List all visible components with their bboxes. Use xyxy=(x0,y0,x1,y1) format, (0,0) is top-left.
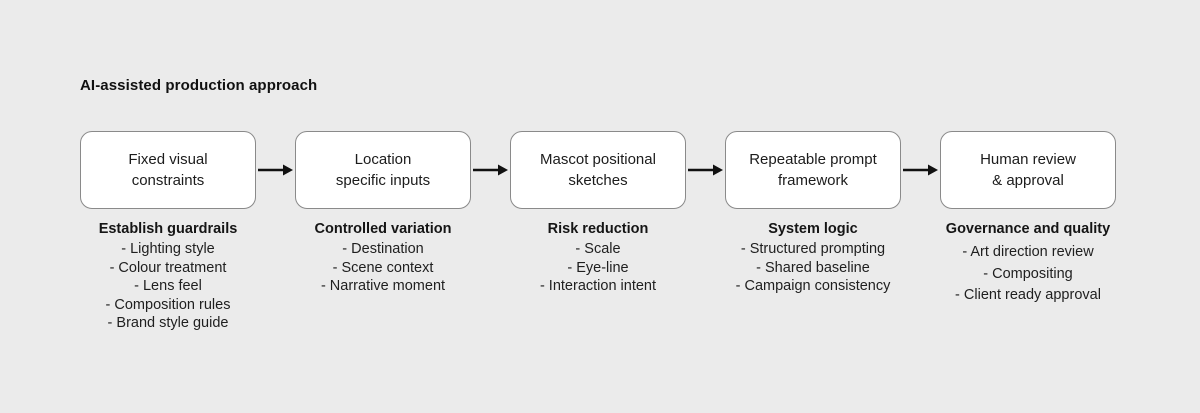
list-item: - Eye-line xyxy=(567,259,629,276)
list-item: - Lighting style xyxy=(121,241,215,257)
stage-box-label: Human review & approval xyxy=(980,151,1076,189)
list-item: - Client ready approval xyxy=(955,287,1101,304)
list-item: - Art direction review xyxy=(962,244,1094,260)
flow-arrow-icon xyxy=(901,131,940,209)
stage-human-review-approval: Human review & approval Governance and q… xyxy=(940,131,1116,307)
list-item: - Structured prompting xyxy=(740,241,886,257)
stage-mascot-positional-sketches: Mascot positional sketches Risk reductio… xyxy=(510,131,686,296)
stage-details: Governance and quality - Art direction r… xyxy=(940,220,1116,307)
stage-box-label: Fixed visual constraints xyxy=(128,151,208,189)
stage-box: Location specific inputs xyxy=(295,131,471,209)
flow-arrow-icon xyxy=(256,131,295,209)
stage-fixed-visual-constraints: Fixed visual constraints Establish guard… xyxy=(80,131,256,333)
list-item: - Scene context xyxy=(332,259,434,276)
list-item: - Shared baseline xyxy=(756,259,870,276)
stage-details: Risk reduction - Scale - Eye-line - Inte… xyxy=(510,220,686,296)
stage-box: Mascot positional sketches xyxy=(510,131,686,209)
list-item: - Colour treatment xyxy=(109,259,227,276)
stage-box-label: Repeatable prompt framework xyxy=(749,151,877,189)
stage-group-title: Establish guardrails xyxy=(98,221,238,237)
stage-group-title: System logic xyxy=(768,221,858,237)
list-item: - Destination xyxy=(342,241,424,257)
stage-box-label: Mascot positional sketches xyxy=(540,151,656,189)
list-item: - Brand style guide xyxy=(107,315,229,332)
process-flow: Fixed visual constraints Establish guard… xyxy=(80,131,1116,333)
stage-location-specific-inputs: Location specific inputs Controlled vari… xyxy=(295,131,471,296)
stage-box-label: Location specific inputs xyxy=(335,151,431,189)
stage-box: Repeatable prompt framework xyxy=(725,131,901,209)
flow-arrow-icon xyxy=(686,131,725,209)
stage-details: System logic - Structured prompting - Sh… xyxy=(725,220,901,296)
list-item: - Scale xyxy=(575,241,621,257)
stage-box: Human review & approval xyxy=(940,131,1116,209)
stage-details: Controlled variation - Destination - Sce… xyxy=(295,220,471,296)
list-item: - Narrative moment xyxy=(320,278,446,295)
list-item: - Interaction intent xyxy=(539,278,657,295)
flow-arrow-icon xyxy=(471,131,510,209)
stage-group-title: Governance and quality xyxy=(945,221,1111,237)
diagram-title: AI-assisted production approach xyxy=(80,77,318,94)
list-item: - Lens feel xyxy=(134,278,202,295)
stage-group-title: Risk reduction xyxy=(547,221,649,237)
stage-group-title: Controlled variation xyxy=(314,221,452,237)
stage-box: Fixed visual constraints xyxy=(80,131,256,209)
list-item: - Composition rules xyxy=(105,296,231,313)
list-item: - Campaign consistency xyxy=(735,278,891,295)
stage-repeatable-prompt-framework: Repeatable prompt framework System logic… xyxy=(725,131,901,296)
stage-details: Establish guardrails - Lighting style - … xyxy=(80,220,256,333)
list-item: - Compositing xyxy=(983,265,1073,282)
